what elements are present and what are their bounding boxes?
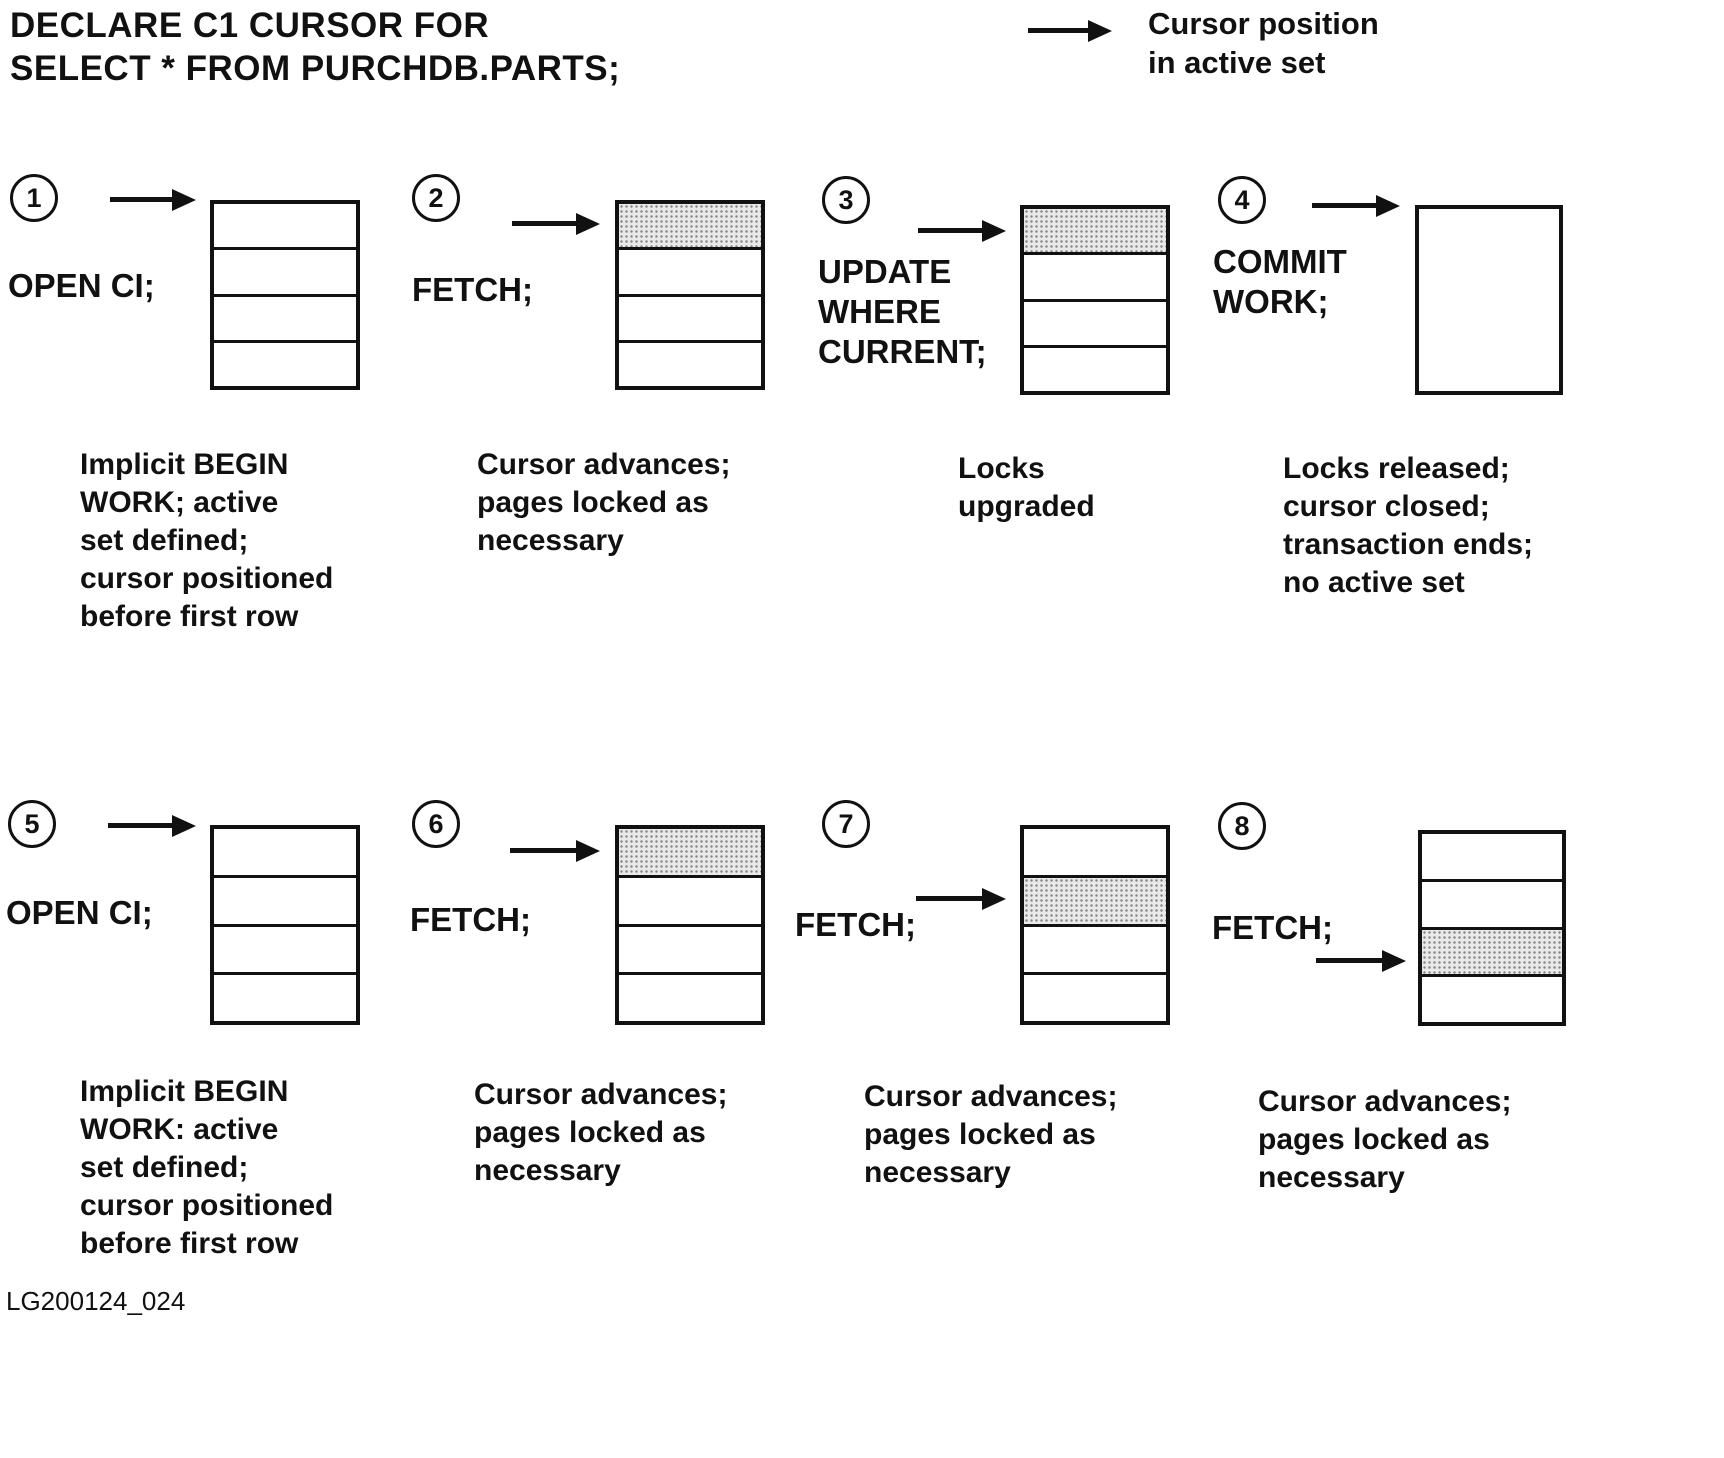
table-row xyxy=(214,927,356,976)
table-row xyxy=(214,250,356,297)
cursor-position-arrow-icon xyxy=(916,888,1006,910)
table-row xyxy=(1024,348,1166,391)
table-row xyxy=(214,297,356,343)
table-row xyxy=(214,878,356,927)
command-label: FETCH; xyxy=(1212,909,1333,946)
table-row xyxy=(1422,977,1562,1022)
legend-label: Cursor position in active set xyxy=(1148,6,1379,80)
step-number-badge: 3 xyxy=(822,176,870,224)
table-row xyxy=(214,204,356,251)
cursor-position-arrow-icon xyxy=(510,840,600,862)
table-row xyxy=(619,343,761,386)
command-label: OPEN CI; xyxy=(8,267,155,304)
table-row xyxy=(1024,975,1166,1021)
step-description: Locks upgraded xyxy=(958,452,1095,523)
step-number-badge: 8 xyxy=(1218,802,1266,850)
cursor-position-arrow-icon xyxy=(110,189,196,211)
command-label: FETCH; xyxy=(412,271,533,308)
step-description: Cursor advances; pages locked as necessa… xyxy=(474,1078,728,1187)
empty-active-set-table xyxy=(1415,205,1563,395)
active-set-table xyxy=(1020,205,1170,395)
cursor-position-arrow-icon xyxy=(918,220,1006,242)
table-row xyxy=(1024,927,1166,976)
command-label: UPDATE WHERE CURRENT; xyxy=(818,253,987,370)
command-label: COMMIT WORK; xyxy=(1213,243,1347,320)
step-number: 2 xyxy=(428,182,444,213)
table-row xyxy=(619,878,761,927)
table-row-locked xyxy=(1422,929,1562,978)
step-number: 4 xyxy=(1234,184,1250,215)
active-set-table xyxy=(210,200,360,390)
step-description: Implicit BEGIN WORK: active set defined;… xyxy=(80,1075,334,1260)
step-number-badge: 1 xyxy=(10,174,58,222)
step-number-badge: 2 xyxy=(412,174,460,222)
cursor-position-arrow-icon xyxy=(108,815,196,837)
table-row-locked xyxy=(1024,877,1166,927)
step-number-badge: 4 xyxy=(1218,176,1266,224)
step-description: Cursor advances; pages locked as necessa… xyxy=(864,1080,1118,1189)
legend-cursor-arrow-icon xyxy=(1028,20,1112,42)
cursor-position-arrow-icon xyxy=(1312,195,1400,217)
table-row-locked xyxy=(619,204,761,251)
step-number: 8 xyxy=(1234,810,1250,841)
active-set-table xyxy=(1418,830,1566,1026)
sql-declaration-text: DECLARE C1 CURSOR FOR SELECT * FROM PURCH… xyxy=(10,4,620,90)
step-description: Cursor advances; pages locked as necessa… xyxy=(1258,1085,1512,1194)
cursor-position-arrow-icon xyxy=(512,213,600,235)
active-set-table xyxy=(615,200,765,390)
cursor-position-arrow-icon xyxy=(1316,950,1406,972)
table-row xyxy=(1422,882,1562,930)
step-description: Cursor advances; pages locked as necessa… xyxy=(477,448,731,557)
active-set-table xyxy=(210,825,360,1025)
active-set-table xyxy=(1020,825,1170,1025)
table-row xyxy=(214,829,356,878)
step-number: 5 xyxy=(24,808,40,839)
step-description: Locks released; cursor closed; transacti… xyxy=(1283,452,1534,599)
command-label: FETCH; xyxy=(410,901,531,938)
table-row xyxy=(619,975,761,1021)
table-row xyxy=(214,343,356,386)
table-row-locked xyxy=(619,829,761,878)
command-label: FETCH; xyxy=(795,906,916,943)
step-number-badge: 7 xyxy=(822,800,870,848)
table-row xyxy=(214,975,356,1021)
step-number: 3 xyxy=(838,184,854,215)
step-number: 1 xyxy=(26,182,42,213)
figure-id-label: LG200124_024 xyxy=(6,1286,186,1316)
table-row-locked xyxy=(1024,209,1166,256)
command-label: OPEN CI; xyxy=(6,894,153,931)
table-row xyxy=(619,927,761,976)
step-number: 7 xyxy=(838,808,854,839)
table-row xyxy=(1422,834,1562,882)
select-line: SELECT * FROM PURCHDB.PARTS; xyxy=(10,49,621,88)
table-row xyxy=(1024,255,1166,302)
step-number-badge: 5 xyxy=(8,800,56,848)
step-description: Implicit BEGIN WORK; active set defined;… xyxy=(80,448,334,633)
declare-line: DECLARE C1 CURSOR FOR xyxy=(10,6,490,45)
active-set-table xyxy=(615,825,765,1025)
step-number: 6 xyxy=(428,808,444,839)
table-row xyxy=(1024,829,1166,878)
table-row xyxy=(619,250,761,297)
table-row xyxy=(1024,302,1166,348)
table-row xyxy=(619,297,761,343)
step-number-badge: 6 xyxy=(412,800,460,848)
